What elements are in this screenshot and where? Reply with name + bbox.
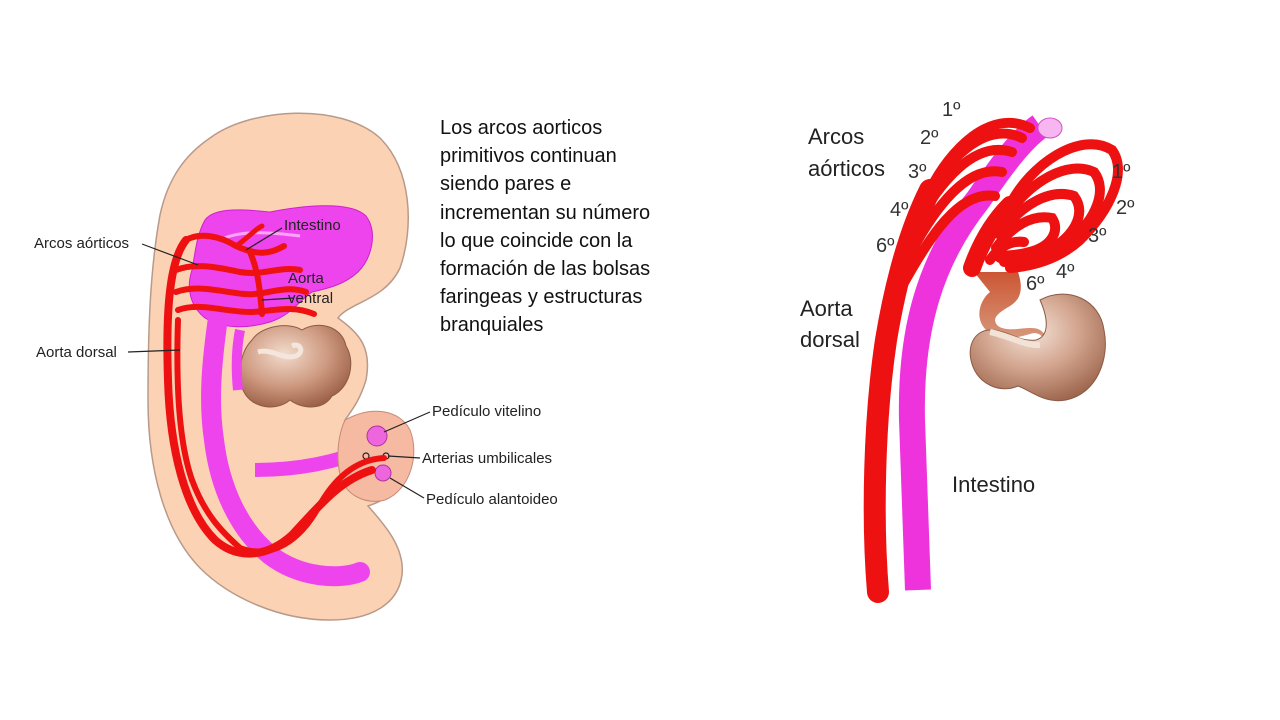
arch-number-right-3: 3º bbox=[1088, 225, 1107, 247]
arch-left-3 bbox=[907, 145, 1017, 237]
aortic-sac bbox=[963, 196, 1019, 277]
arch-right-4 bbox=[989, 212, 1061, 261]
arch-number-right-2: 2º bbox=[1116, 197, 1135, 219]
description-line: primitivos continuan bbox=[440, 145, 617, 168]
heart-right-highlight bbox=[989, 329, 1041, 349]
label-pediculo-alantoideo: Pedículo alantoideo bbox=[426, 491, 558, 508]
arch-stem bbox=[233, 223, 265, 249]
leader-umbilicales bbox=[387, 455, 421, 459]
aortic-arches-diagram: Arcos aórticos Aorta dorsal Intestino 1º… bbox=[800, 99, 1135, 603]
label-aorta-ventral-2: ventral bbox=[288, 290, 333, 307]
leader-aorta-ventral bbox=[261, 297, 295, 301]
arch-number-left-1: 1º bbox=[942, 99, 961, 121]
description-line: lo que coincide con la bbox=[440, 229, 633, 252]
arch-left-2 bbox=[915, 128, 1027, 213]
vitelline-stalk-dot bbox=[366, 425, 388, 447]
leader-aorta-dorsal bbox=[127, 349, 181, 353]
arch-number-right-1: 1º bbox=[1112, 161, 1131, 183]
label-arcos-aorticos: Arcos aórticos bbox=[34, 235, 129, 252]
arteries-right bbox=[863, 117, 1123, 603]
leader-intestino bbox=[245, 227, 283, 251]
label-aorta-ventral-1: Aorta bbox=[288, 270, 325, 287]
label-intestino: Intestino bbox=[284, 217, 341, 234]
label-intestino-right: Intestino bbox=[952, 472, 1035, 497]
description-line: Los arcos aorticos bbox=[440, 117, 603, 139]
ventral-aorta bbox=[247, 249, 265, 317]
arch-number-right-4: 4º bbox=[1056, 261, 1075, 283]
gut-tip bbox=[1037, 117, 1063, 139]
arteries bbox=[163, 223, 387, 558]
arch-2 bbox=[173, 263, 303, 276]
umbilical-artery bbox=[174, 317, 387, 555]
arch-number-left-4: 4º bbox=[890, 199, 909, 221]
leader-lines bbox=[127, 227, 431, 499]
arch-4 bbox=[175, 303, 317, 317]
heart-highlight bbox=[257, 342, 304, 360]
description-line: branquiales bbox=[440, 314, 544, 337]
arch-3 bbox=[173, 285, 309, 298]
label-dorsal: dorsal bbox=[800, 327, 860, 352]
arch-number-left-6: 6º bbox=[876, 235, 895, 257]
heart-shape bbox=[239, 324, 352, 408]
embryo-diagram: Arcos aórticos Intestino Aorta ventral A… bbox=[34, 112, 558, 621]
label-aorticos: aórticos bbox=[808, 156, 885, 181]
description-line: incrementan su número bbox=[440, 201, 651, 224]
leader-arcos bbox=[141, 243, 199, 266]
arch-right-1 bbox=[1005, 139, 1123, 273]
leader-alantoideo bbox=[389, 477, 425, 499]
gut-branch bbox=[231, 329, 245, 391]
gut-tube bbox=[201, 308, 370, 587]
leader-vitelino bbox=[383, 411, 431, 433]
label-aorta-dorsal: Aorta dorsal bbox=[36, 344, 117, 361]
arch-left-4 bbox=[901, 166, 1007, 267]
label-arterias-umbilicales: Arterias umbilicales bbox=[422, 450, 552, 467]
allantois-dot bbox=[374, 464, 392, 482]
arch-number-left-3: 3º bbox=[908, 161, 927, 183]
label-pediculo-vitelino: Pedículo vitelino bbox=[432, 403, 541, 420]
arch-right-6 bbox=[985, 236, 1029, 265]
description-line: siendo pares e bbox=[440, 173, 572, 196]
description-line: formación de las bolsas bbox=[440, 258, 651, 281]
label-aorta: Aorta bbox=[800, 296, 853, 321]
arch-number-left-2: 2º bbox=[920, 127, 939, 149]
arch-number-right-6: 6º bbox=[1026, 273, 1045, 295]
arch-left-6 bbox=[895, 190, 1000, 295]
description-line: faringeas y estructuras bbox=[440, 286, 643, 309]
label-arcos: Arcos bbox=[808, 124, 864, 149]
description-text: Los arcos aorticos primitivos continuan … bbox=[440, 114, 720, 340]
